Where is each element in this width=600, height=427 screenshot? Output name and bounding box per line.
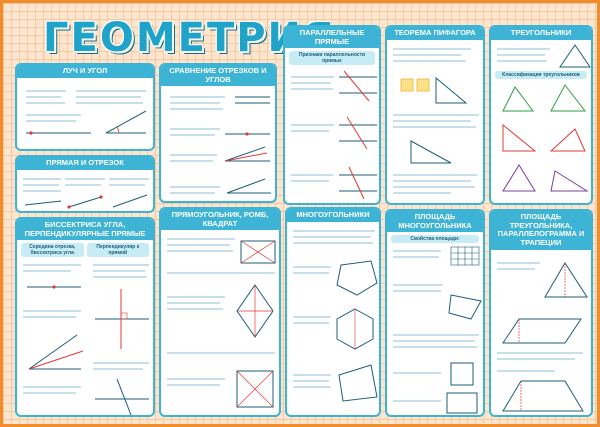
triangles-intro-figure bbox=[497, 43, 591, 68]
panel-rectangle-rhombus-square: ПРЯМОУГОЛЬНИК, РОМБ, КВАДРАТ bbox=[159, 207, 281, 417]
panel-polygons-title: МНОГОУГОЛЬНИКИ bbox=[287, 209, 379, 222]
bisector-sub-left: Середина отрезка, биссектриса угла bbox=[21, 243, 84, 258]
panel-parallel-lines-title: ПАРАЛЛЕЛЬНЫЕ ПРЯМЫЕ bbox=[285, 27, 379, 49]
compare-segments-figure bbox=[170, 96, 271, 195]
area-polygons-sub: Свойства площади: bbox=[391, 235, 479, 244]
panel-triangles-title: ТРЕУГОЛЬНИКИ bbox=[491, 27, 591, 40]
ray-angle-figure bbox=[26, 89, 147, 135]
panel-area-triangle-title: ПЛОЩАДЬ ТРЕУГОЛЬНИКА, ПАРАЛЛЕЛОГРАММА И … bbox=[491, 211, 591, 250]
panel-bisector-title: БИССЕКТРИСА УГЛА, ПЕРПЕНДИКУЛЯРНЫЕ ПРЯМЫ… bbox=[17, 219, 153, 241]
panel-line-segment: ПРЯМАЯ И ОТРЕЗОК bbox=[15, 155, 155, 213]
panel-pythagoras: ТЕОРЕМА ПИФАГОРА bbox=[385, 25, 485, 205]
rectangle-rhombus-square-figure bbox=[167, 238, 276, 408]
panel-bisector: БИССЕКТРИСА УГЛА, ПЕРПЕНДИКУЛЯРНЫЕ ПРЯМЫ… bbox=[15, 217, 155, 417]
triangles-classification-figure bbox=[502, 83, 589, 192]
panel-polygons: МНОГОУГОЛЬНИКИ bbox=[285, 207, 381, 417]
panel-area-polygons: ПЛОЩАДЬ МНОГОУГОЛЬНИКА Свойства площади: bbox=[385, 209, 485, 417]
panel-line-segment-title: ПРЯМАЯ И ОТРЕЗОК bbox=[17, 157, 153, 170]
panel-compare-segments-title: СРАВНЕНИЕ ОТРЕЗКОВ И УГЛОВ bbox=[161, 65, 275, 87]
panel-area-polygons-title: ПЛОЩАДЬ МНОГОУГОЛЬНИКА bbox=[387, 211, 483, 233]
panel-compare-segments: СРАВНЕНИЕ ОТРЕЗКОВ И УГЛОВ bbox=[159, 63, 277, 203]
parallel-lines-figure bbox=[291, 70, 377, 200]
triangles-sub: Классификация треугольников bbox=[495, 70, 587, 79]
bisector-sub-right: Перпендикуляр к прямой bbox=[86, 243, 149, 258]
panel-ray-angle: ЛУЧ И УГОЛ bbox=[15, 63, 155, 151]
parallel-lines-sub: Признаки параллельности прямых bbox=[289, 51, 375, 66]
panel-pythagoras-title: ТЕОРЕМА ПИФАГОРА bbox=[387, 27, 483, 40]
panel-rrs-title: ПРЯМОУГОЛЬНИК, РОМБ, КВАДРАТ bbox=[161, 209, 279, 231]
panel-ray-angle-title: ЛУЧ И УГОЛ bbox=[17, 65, 153, 78]
pythagoras-figure bbox=[393, 47, 479, 194]
panel-triangles: ТРЕУГОЛЬНИКИ Классификация треугольников bbox=[489, 25, 593, 205]
area-polygons-figure bbox=[393, 246, 482, 414]
panel-parallel-lines: ПАРАЛЛЕЛЬНЫЕ ПРЯМЫЕ Признаки параллельно… bbox=[283, 25, 381, 205]
area-triangle-figure bbox=[497, 261, 588, 411]
polygons-figure bbox=[293, 229, 378, 402]
bisector-figure bbox=[23, 264, 149, 415]
line-segment-figure bbox=[23, 177, 149, 209]
panel-area-triangle: ПЛОЩАДЬ ТРЕУГОЛЬНИКА, ПАРАЛЛЕЛОГРАММА И … bbox=[489, 209, 593, 417]
